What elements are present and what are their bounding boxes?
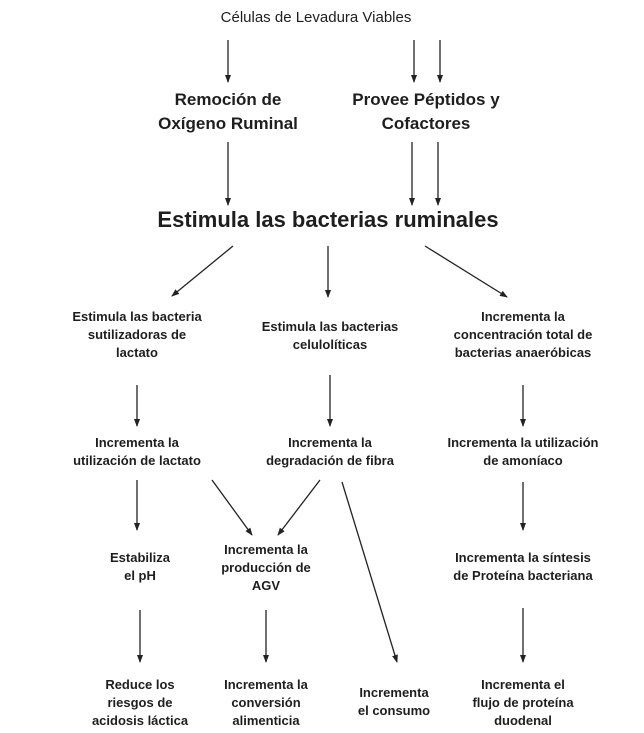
node-text: Estimula las bacterias (261, 319, 399, 334)
node-ammonia-utilization: Incrementa la utilización de amoníaco (448, 434, 599, 470)
node-peptides-cofactors: Provee Péptidos y Cofactores (352, 88, 499, 136)
node-text: Cofactores (381, 114, 471, 133)
node-text: alimenticia (232, 713, 300, 728)
node-text: Incrementa la (224, 677, 308, 692)
arrow (424, 245, 508, 298)
node-text: Reduce los (105, 677, 175, 692)
node-vfa-production: Incrementa la producción de AGV (221, 541, 311, 595)
node-text: riesgos de (107, 695, 173, 710)
node-duodenal-protein-flow: Incrementa el flujo de proteína duodenal (472, 676, 573, 730)
node-text: celulolíticas (292, 337, 368, 352)
node-text: Incrementa la utilización (447, 435, 599, 450)
arrow (277, 479, 321, 536)
node-stabilize-ph: Estabiliza el pH (110, 549, 170, 585)
node-text: lactato (116, 345, 158, 360)
node-text: Incrementa la (95, 435, 179, 450)
node-lactate-utilization: Incrementa la utilización de lactato (73, 434, 201, 470)
node-text: de Proteína bacteriana (453, 568, 593, 583)
node-lactate-bacteria: Estimula las bacteria sutilizadoras de l… (72, 308, 201, 362)
node-text: Incrementa la (288, 435, 372, 450)
node-text: Estimula las bacterias ruminales (157, 207, 499, 232)
node-reduce-acidosis: Reduce los riesgos de acidosis láctica (92, 676, 188, 730)
node-bacterial-protein-synthesis: Incrementa la síntesis de Proteína bacte… (453, 549, 592, 585)
node-text: conversión (231, 695, 301, 710)
arrow (341, 481, 398, 663)
node-text: Remoción de (174, 90, 282, 109)
node-text: AGV (251, 578, 281, 593)
node-text: Estimula las bacteria (72, 309, 202, 324)
node-text: duodenal (494, 713, 552, 728)
node-text: sutilizadoras de (87, 327, 187, 342)
node-text: el pH (124, 568, 156, 583)
node-text: Incrementa (359, 685, 429, 700)
node-intake: Incrementa el consumo (358, 684, 430, 720)
node-text: el consumo (357, 703, 431, 718)
arrow (211, 479, 253, 536)
node-text: Incrementa la (224, 542, 308, 557)
node-fiber-degradation: Incrementa la degradación de fibra (266, 434, 394, 470)
node-text: bacterias anaeróbicas (454, 345, 592, 360)
node-text: Oxígeno Ruminal (158, 114, 298, 133)
node-cellulolytic-bacteria: Estimula las bacterias celulolíticas (262, 318, 399, 354)
node-text: Estabiliza (110, 550, 170, 565)
node-text: Incrementa la (481, 309, 565, 324)
node-text: Incrementa el (481, 677, 565, 692)
node-stimulate-ruminal-bacteria: Estimula las bacterias ruminales (157, 207, 498, 233)
node-oxygen-removal: Remoción de Oxígeno Ruminal (158, 88, 298, 136)
node-root: Células de Levadura Viables (221, 9, 412, 27)
node-text: acidosis láctica (91, 713, 189, 728)
node-text: concentración total de (453, 327, 593, 342)
node-text: producción de (221, 560, 311, 575)
node-text: degradación de fibra (266, 453, 394, 468)
node-text: de amoníaco (483, 453, 563, 468)
node-text: flujo de proteína (472, 695, 574, 710)
node-text: Provee Péptidos y (352, 90, 500, 109)
node-text: Células de Levadura Viables (220, 9, 412, 26)
node-feed-conversion: Incrementa la conversión alimenticia (224, 676, 308, 730)
node-text: utilización de lactato (73, 453, 201, 468)
node-anaerobic-bacteria: Incrementa la concentración total de bac… (454, 308, 593, 362)
node-text: Incrementa la síntesis (455, 550, 591, 565)
arrow (171, 245, 234, 297)
